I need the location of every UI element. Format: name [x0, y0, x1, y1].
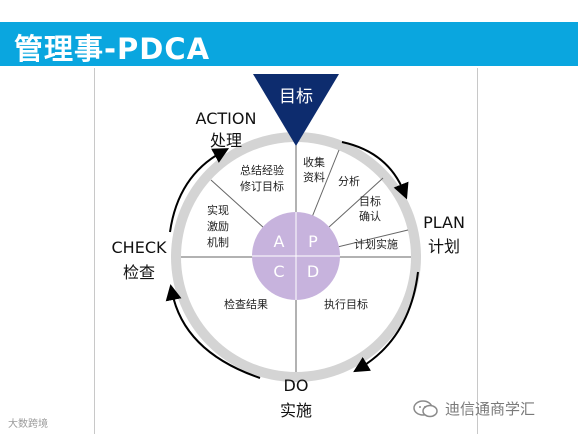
- plan-segment-1-line2: 资料: [303, 170, 325, 184]
- stage-action-en: ACTION: [196, 109, 257, 128]
- center-letter-a: A: [274, 232, 285, 251]
- page-title: 管理事-PDCA: [14, 32, 211, 66]
- center-letter-c: C: [273, 262, 284, 281]
- brand-badge: 迪信通商学汇: [413, 398, 535, 419]
- do-segment: 执行目标: [324, 297, 368, 311]
- header-bar: 管理事-PDCA: [0, 22, 578, 66]
- stage-action-zh: 处理: [210, 131, 242, 150]
- arrow-action-to-plan: [341, 141, 409, 200]
- target-triangle: [253, 74, 339, 146]
- brand-name: 迪信通商学汇: [445, 400, 536, 418]
- stage-check-zh: 检查: [123, 263, 155, 282]
- action-segment-2-line2: 激励: [207, 219, 229, 233]
- plan-segment-4: 计划实施: [354, 237, 398, 251]
- wechat-icon: [413, 399, 438, 417]
- action-segment-2-line1: 实现: [207, 203, 229, 217]
- action-segment-1-line2: 修订目标: [240, 179, 284, 193]
- stage-do-en: DO: [284, 376, 309, 395]
- plan-segment-3-line1: 目标: [359, 194, 381, 208]
- arrow-plan-to-do: [353, 271, 419, 373]
- target-label: 目标: [279, 87, 313, 107]
- stage-plan-zh: 计划: [428, 237, 460, 256]
- stage-do-zh: 实施: [280, 401, 312, 420]
- stage-plan-en: PLAN: [423, 213, 465, 232]
- plan-segment-2: 分析: [338, 174, 360, 188]
- watermark: 大数跨境: [8, 415, 48, 430]
- action-segment-2-line3: 机制: [207, 235, 229, 249]
- plan-segment-3-line2: 确认: [359, 210, 381, 223]
- stage-check-en: CHECK: [112, 238, 167, 257]
- diagram-frame: [94, 68, 478, 434]
- arrow-check-to-action: [169, 148, 230, 233]
- center-letter-d: D: [307, 262, 319, 281]
- arrow-do-to-check: [165, 284, 261, 379]
- watermark-text: 大数跨境: [8, 419, 48, 430]
- check-segment: 检查结果: [224, 297, 268, 311]
- plan-segment-1-line1: 收集: [303, 155, 325, 169]
- center-letter-p: P: [308, 232, 318, 251]
- action-segment-1-line1: 总结经验: [240, 163, 284, 177]
